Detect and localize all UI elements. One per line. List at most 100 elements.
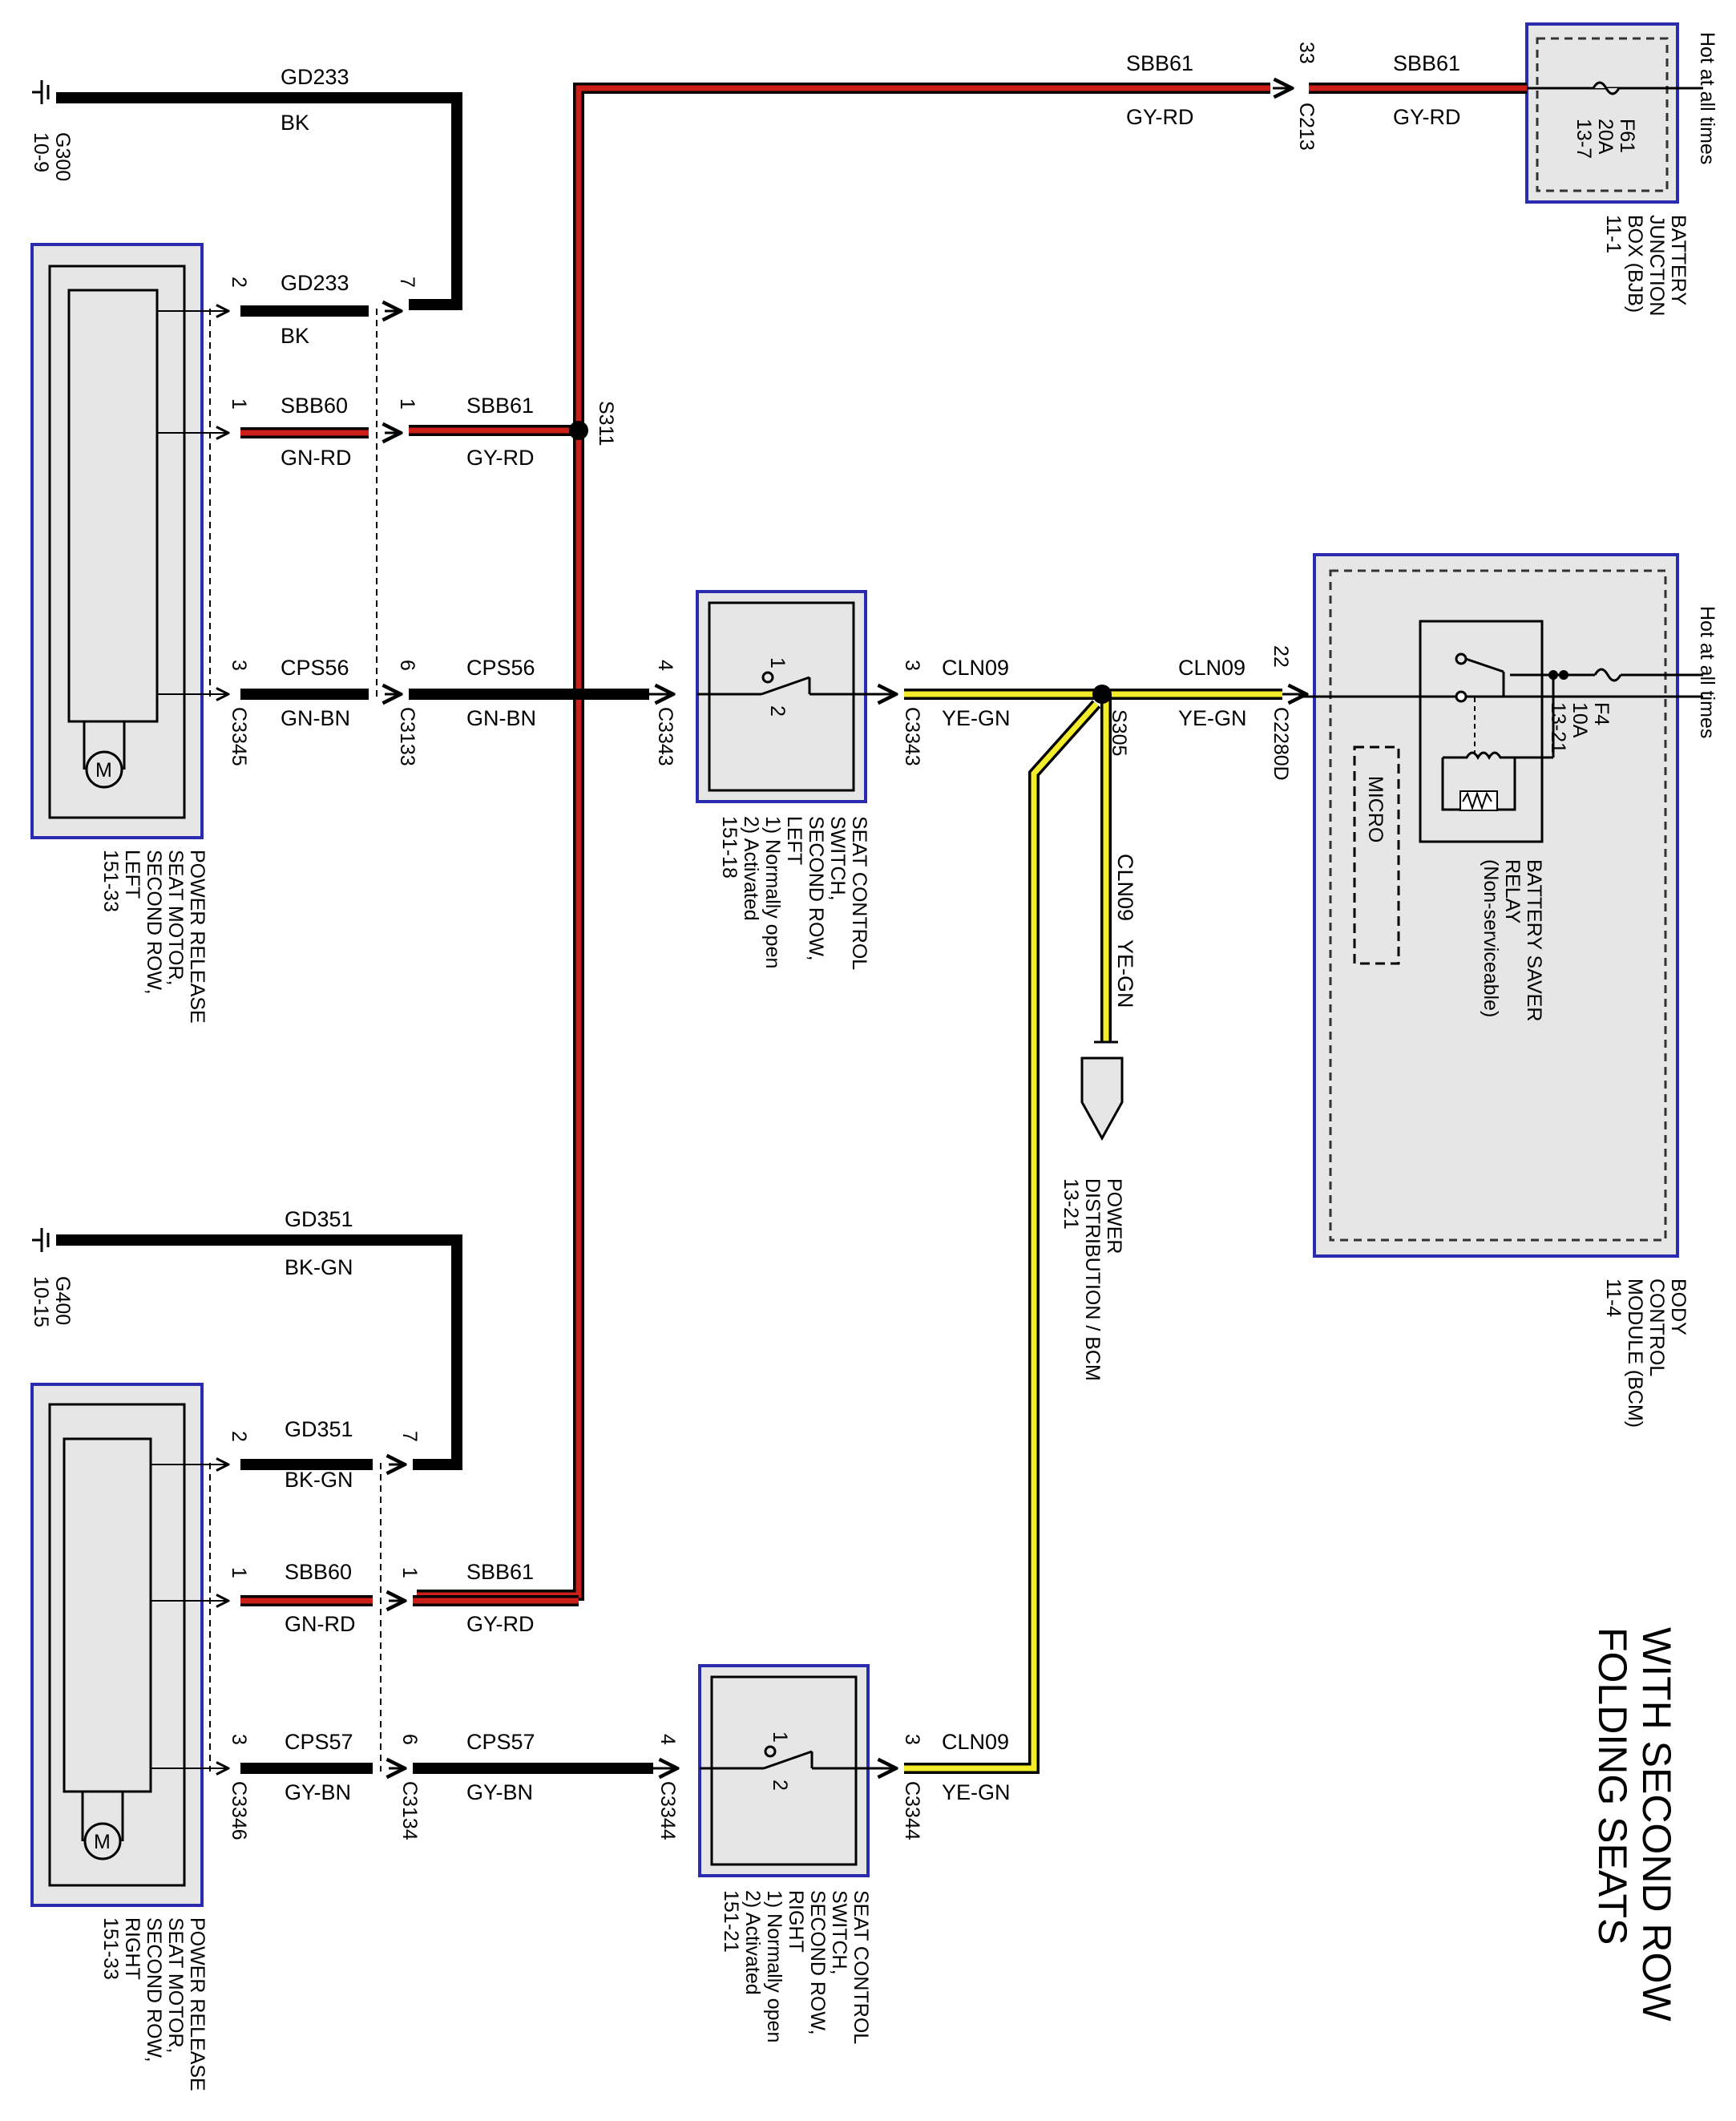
- svg-text:3: 3: [901, 1734, 923, 1745]
- ground-g300-label: G300 10-9: [30, 132, 74, 181]
- svg-text:11-4: 11-4: [1602, 1279, 1625, 1317]
- title-line-2: FOLDING SEATS: [1590, 1627, 1635, 1945]
- connector-c3343-left: C3343: [654, 707, 676, 766]
- fuse-f4-label: F4 10A 13-21: [1547, 702, 1613, 753]
- ground-g400-label: G400 10-15: [30, 1276, 74, 1327]
- svg-text:151-33: 151-33: [99, 1917, 122, 1980]
- svg-text:13-21: 13-21: [1060, 1178, 1082, 1230]
- bk-top: BK: [281, 111, 309, 135]
- bjb-label: BATTERY JUNCTION BOX (BJB) 11-1: [1602, 215, 1690, 316]
- svg-text:2) Activated: 2) Activated: [741, 1890, 764, 1995]
- svg-text:2: 2: [228, 1431, 250, 1442]
- motor-right: M: [30, 1383, 382, 1907]
- svg-text:SBB60: SBB60: [281, 394, 348, 418]
- switch-right-label: SEAT CONTROL SWITCH, SECOND ROW, RIGHT 1…: [720, 1890, 872, 2044]
- svg-text:1: 1: [769, 1731, 791, 1743]
- svg-text:GN-RD: GN-RD: [285, 1612, 356, 1636]
- svg-text:2) Activated: 2) Activated: [740, 816, 762, 921]
- svg-text:GD233: GD233: [281, 271, 349, 295]
- svg-text:GY-BN: GY-BN: [466, 1780, 533, 1804]
- splice-s305-label: S305: [1108, 709, 1130, 756]
- svg-text:POWER RELEASE: POWER RELEASE: [186, 850, 208, 1024]
- svg-text:4: 4: [656, 1734, 679, 1745]
- relay-label: BATTERY SAVER RELAY (Non-serviceable): [1480, 859, 1545, 1021]
- connector-c3345: C3345: [228, 707, 250, 766]
- svg-text:GN-BN: GN-BN: [466, 706, 536, 730]
- svg-text:SEAT MOTOR,: SEAT MOTOR,: [164, 1917, 187, 2053]
- svg-text:DISTRIBUTION / BCM: DISTRIBUTION / BCM: [1081, 1178, 1104, 1381]
- svg-text:YE-GN: YE-GN: [942, 1780, 1011, 1804]
- micro-label: MICRO: [1364, 776, 1387, 842]
- svg-text:SBB61: SBB61: [466, 394, 534, 418]
- svg-text:GD351: GD351: [285, 1207, 353, 1231]
- svg-text:CLN09: CLN09: [942, 1730, 1009, 1754]
- svg-text:GN-RD: GN-RD: [281, 446, 352, 470]
- connector-c3344-right: C3344: [901, 1781, 923, 1840]
- svg-text:JUNCTION: JUNCTION: [1645, 215, 1668, 316]
- svg-text:10A: 10A: [1568, 702, 1591, 738]
- svg-text:POWER RELEASE: POWER RELEASE: [186, 1917, 208, 2091]
- svg-text:M: M: [95, 759, 112, 782]
- svg-text:F61: F61: [1616, 119, 1638, 153]
- svg-text:SECOND ROW,: SECOND ROW,: [143, 1917, 165, 2062]
- svg-text:G400: G400: [51, 1276, 74, 1325]
- pin-33: 33: [1295, 42, 1318, 64]
- svg-text:20A: 20A: [1594, 119, 1617, 155]
- svg-text:SWITCH,: SWITCH,: [826, 816, 849, 901]
- svg-text:1: 1: [228, 1567, 250, 1578]
- svg-text:22: 22: [1270, 645, 1292, 668]
- svg-text:GY-RD: GY-RD: [466, 446, 535, 470]
- svg-text:10-9: 10-9: [30, 132, 52, 172]
- svg-text:SWITCH,: SWITCH,: [828, 1890, 850, 1975]
- svg-text:LEFT: LEFT: [121, 850, 143, 899]
- svg-text:2: 2: [769, 1780, 791, 1791]
- svg-text:BK: BK: [281, 324, 309, 348]
- motor-right-label: POWER RELEASE SEAT MOTOR, SECOND ROW, RI…: [99, 1917, 208, 2091]
- svg-text:SECOND ROW,: SECOND ROW,: [143, 850, 165, 995]
- svg-text:1) Normally open: 1) Normally open: [763, 1890, 785, 2042]
- svg-text:BOX (BJB): BOX (BJB): [1624, 215, 1646, 313]
- splice-s311: [569, 421, 588, 440]
- svg-text:3: 3: [228, 1734, 250, 1745]
- svg-text:BODY: BODY: [1667, 1279, 1690, 1335]
- svg-text:RELAY: RELAY: [1501, 859, 1524, 923]
- micro-box: [1353, 745, 1400, 965]
- svg-text:10-15: 10-15: [30, 1276, 52, 1327]
- switch-right: 1 2: [653, 1664, 896, 1877]
- svg-text:7: 7: [396, 277, 418, 288]
- svg-text:YE-GN: YE-GN: [1113, 939, 1137, 1008]
- splice-s311-label: S311: [595, 401, 617, 446]
- svg-text:GY-RD: GY-RD: [466, 1612, 535, 1636]
- svg-text:BATTERY SAVER: BATTERY SAVER: [1523, 859, 1545, 1021]
- svg-text:3: 3: [228, 660, 250, 671]
- connector-c3343-right: C3343: [901, 707, 923, 766]
- svg-text:SEAT CONTROL: SEAT CONTROL: [848, 816, 870, 970]
- fuse-f4-icon: [1593, 668, 1622, 682]
- svg-text:CPS56: CPS56: [281, 656, 349, 680]
- wire-cln09: [904, 685, 1306, 1774]
- svg-text:POWER: POWER: [1103, 1178, 1125, 1254]
- switch-left-label: SEAT CONTROL SWITCH, SECOND ROW, LEFT 1)…: [718, 816, 870, 970]
- svg-text:BK-GN: BK-GN: [285, 1255, 353, 1279]
- fuse-f61-icon: [1592, 81, 1621, 95]
- svg-text:7: 7: [398, 1431, 421, 1442]
- wire-gd233: [32, 80, 462, 310]
- svg-text:RIGHT: RIGHT: [121, 1917, 143, 1980]
- connector-c2280d: C2280D: [1270, 707, 1292, 781]
- relay-box: [1419, 620, 1544, 843]
- svg-text:1: 1: [228, 398, 250, 410]
- svg-text:151-33: 151-33: [99, 850, 122, 912]
- wire-gd351: [32, 1228, 462, 1470]
- svg-text:SECOND ROW,: SECOND ROW,: [806, 1890, 829, 2035]
- svg-text:2: 2: [228, 277, 250, 288]
- svg-text:6: 6: [396, 660, 418, 671]
- svg-text:CLN09: CLN09: [1113, 854, 1137, 921]
- svg-text:13-21: 13-21: [1547, 702, 1569, 753]
- svg-text:YE-GN: YE-GN: [942, 706, 1011, 730]
- svg-text:4: 4: [654, 660, 676, 671]
- sbb61-top-2: SBB61: [1393, 51, 1460, 75]
- svg-text:GD351: GD351: [285, 1417, 353, 1441]
- connector-c3344-left: C3344: [656, 1781, 679, 1840]
- fuse-f61-label: F61 20A 13-7: [1572, 119, 1638, 159]
- connector-c3134: C3134: [398, 1781, 421, 1840]
